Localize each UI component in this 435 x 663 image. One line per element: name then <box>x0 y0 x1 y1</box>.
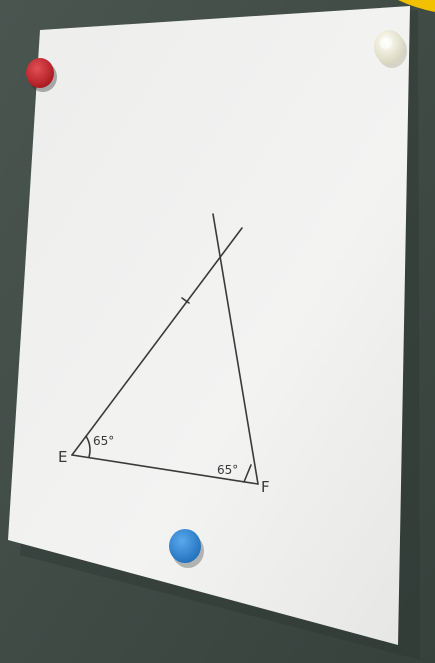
blue-pushpin <box>169 529 204 568</box>
angle-label-f: 65° <box>217 463 238 477</box>
corner-accent <box>398 0 435 12</box>
vertex-label-e: E <box>58 448 67 466</box>
angle-arc-e <box>85 435 91 458</box>
line-e-to-f <box>71 454 259 485</box>
red-pushpin <box>26 58 57 92</box>
tick-mark <box>181 297 190 304</box>
line-apex-to-f <box>212 213 259 485</box>
white-pushpin <box>374 30 407 68</box>
angle-label-e: 65° <box>93 434 114 448</box>
paper-sheet <box>8 6 410 645</box>
vertex-label-f: F <box>261 478 270 496</box>
angle-arc-f <box>243 464 252 483</box>
triangle-diagram <box>71 213 259 485</box>
line-e-to-apex <box>71 227 243 456</box>
